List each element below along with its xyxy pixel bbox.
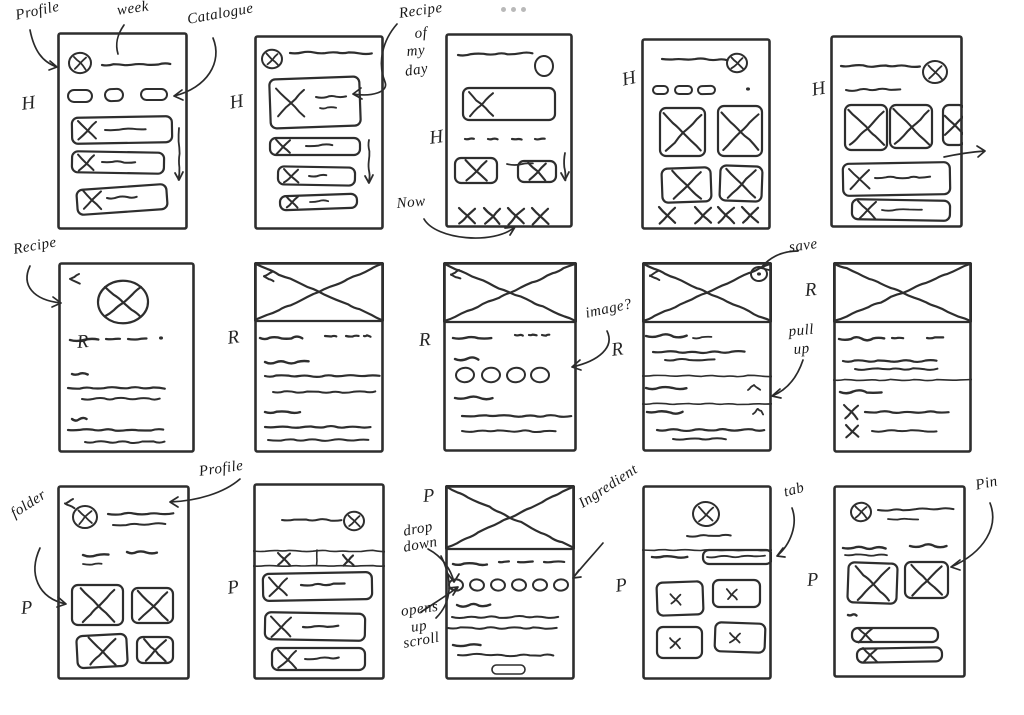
row-letter-p-14: P	[806, 568, 820, 591]
arrow-recipe-label	[26, 265, 62, 308]
annotation-week-1: week	[116, 0, 150, 19]
annotation-up-12: up	[793, 340, 811, 358]
wireframe-screen-home-list	[57, 32, 188, 230]
wireframe-screen-recipe-accordion-save	[642, 262, 772, 452]
row-letter-p-10: P	[20, 596, 34, 619]
row-letter-r-7: R	[418, 328, 432, 351]
row-letter-h-3: H	[620, 67, 638, 91]
wireframe-screen-home-featured	[254, 35, 384, 230]
annotation-pull-11: pull	[788, 321, 815, 340]
toolbar-ellipsis-handle[interactable]	[501, 7, 526, 12]
annotation-ingredient-20: Ingredient	[576, 461, 641, 512]
annotation-now-7: Now	[396, 193, 427, 212]
annotation-folder-13: folder	[8, 486, 50, 522]
row-letter-r-5: R	[76, 330, 90, 353]
row-letter-r-9: R	[804, 278, 818, 301]
wireframe-screen-profile-tabs-list	[253, 483, 385, 680]
annotation-recipe-8: Recipe	[12, 234, 58, 258]
wireframe-screen-home-horizontal	[830, 35, 963, 228]
wireframe-screen-home-grid	[641, 38, 771, 230]
arrow-ingredient	[572, 542, 604, 579]
row-letter-r-8: R	[610, 338, 625, 361]
arrow-image-to-circles	[571, 330, 610, 371]
arrow-profile-to-avatar	[29, 29, 58, 71]
annotation-profile-14: Profile	[198, 457, 245, 480]
row-letter-p-12: P	[422, 484, 436, 507]
annotation-day-6: day	[404, 60, 430, 80]
wireframe-screen-profile-pins	[833, 485, 966, 678]
row-letter-h-4: H	[810, 77, 828, 101]
annotation-of-4: of	[414, 24, 429, 42]
annotation-recipe-3: Recipe	[398, 0, 444, 22]
arrow-pull-up	[771, 359, 804, 399]
wireframe-screen-profile-centered-tabs	[642, 485, 772, 680]
wireframe-screen-recipe-hero-sections	[254, 262, 384, 453]
wireframe-screen-home-tiles-nav	[445, 33, 573, 228]
annotation-save-10: save	[788, 236, 819, 256]
wireframe-screen-recipe-hero-circle	[58, 262, 195, 453]
annotation-my-5: my	[406, 42, 426, 60]
row-letter-h-2: H	[428, 126, 445, 149]
annotation-profile-0: Profile	[14, 0, 61, 24]
annotation-catalogue-2: Catalogue	[186, 0, 255, 28]
annotation-pin-22: Pin	[974, 473, 1000, 494]
wireframe-screen-recipe-dropdown-scroll	[445, 485, 575, 680]
annotation-tab-21: tab	[782, 479, 807, 501]
row-letter-r-6: R	[226, 326, 241, 349]
arrow-tab	[776, 507, 796, 558]
wireframe-screen-recipe-checklist	[833, 262, 972, 453]
row-letter-p-13: P	[614, 574, 629, 597]
annotation-image-9: image?	[584, 296, 634, 322]
wireframe-screen-profile-folders	[57, 485, 190, 680]
row-letter-h-0: H	[20, 92, 37, 115]
row-letter-h-1: H	[228, 90, 246, 114]
annotation-scroll-19: scroll	[402, 629, 441, 652]
row-letter-p-11: P	[226, 576, 241, 599]
wireframe-screen-recipe-ingredient-images	[443, 262, 577, 452]
